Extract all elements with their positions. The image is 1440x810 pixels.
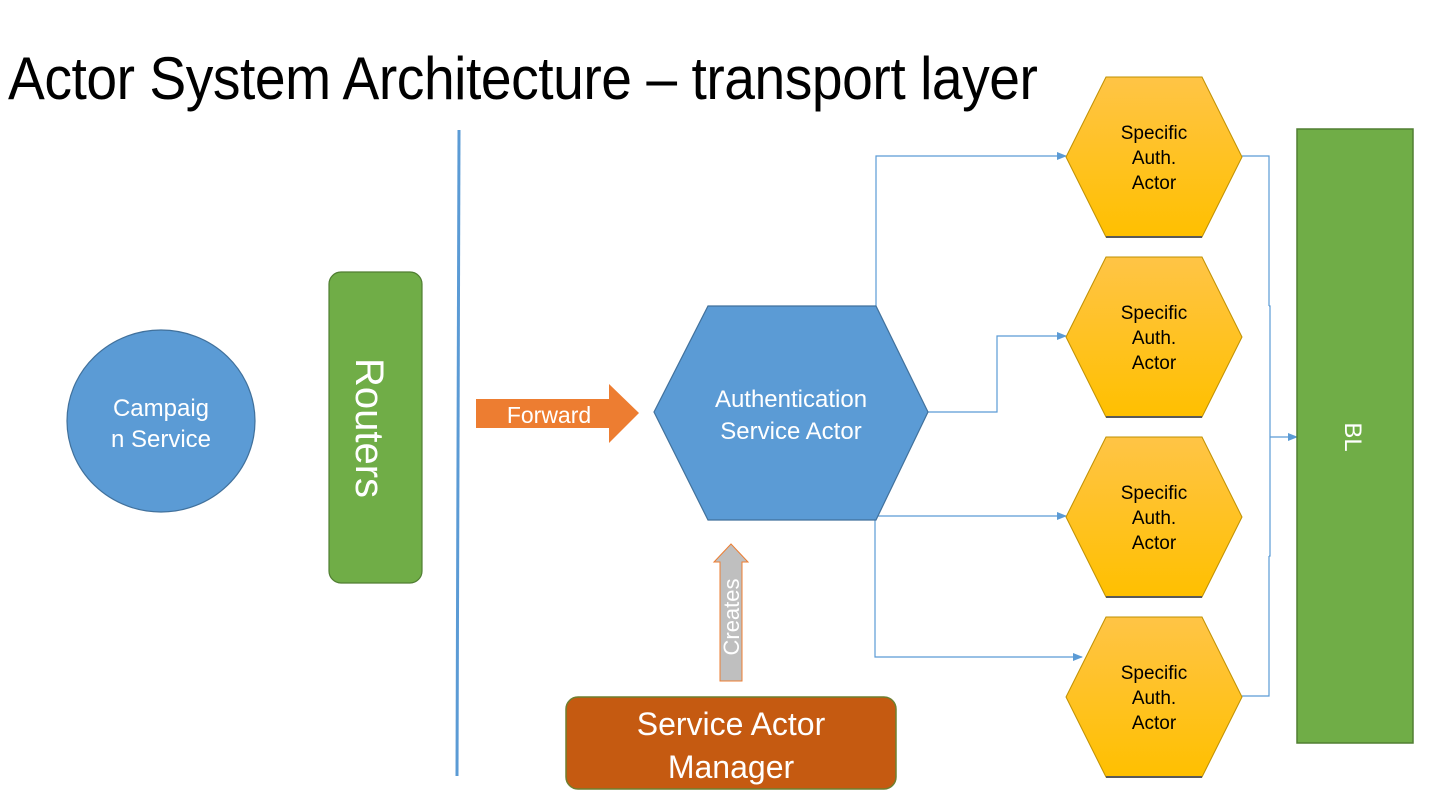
creates-arrow: Creates [712, 543, 750, 682]
specific-auth-actor-label-line2: Auth. [1132, 688, 1176, 709]
transport-divider-line [455, 129, 461, 777]
specific-auth-actor-label-line3: Actor [1132, 713, 1177, 734]
specific-auth-actor-label-line1: Specific [1121, 123, 1188, 144]
authentication-service-actor-node[interactable]: Authentication Service Actor [653, 305, 929, 521]
specific-auth-actor-label-line2: Auth. [1132, 328, 1176, 349]
bl-label: BL [1339, 422, 1366, 451]
specific-auth-actor-label-line1: Specific [1121, 663, 1188, 684]
specific-auth-actor-label-line1: Specific [1121, 483, 1188, 504]
auth-to-specific-connectors [874, 152, 1083, 661]
connector-to-specific-actor-4 [874, 520, 1083, 661]
authentication-service-actor-label-line2: Service Actor [720, 418, 861, 445]
service-actor-manager-label-line2: Manager [668, 749, 795, 785]
connector-to-specific-actor-2 [928, 332, 1067, 413]
specific-auth-actor-label-line3: Actor [1132, 173, 1177, 194]
service-actor-manager-node[interactable]: Service Actor Manager [565, 696, 897, 790]
creates-arrow-label: Creates [719, 578, 744, 655]
campaign-service-node[interactable]: Campaig n Service [66, 329, 256, 513]
bl-node[interactable]: BL [1296, 128, 1414, 744]
forward-arrow-label: Forward [507, 402, 591, 428]
forward-arrow: Forward [476, 384, 639, 443]
campaign-service-label-line1: Campaig [113, 395, 209, 422]
specific-auth-actors-group: SpecificAuth.ActorSpecificAuth.ActorSpec… [1065, 76, 1243, 778]
authentication-service-actor-label-line1: Authentication [715, 386, 867, 413]
specific-to-bl-connectors [1242, 155, 1298, 697]
slide-title: Actor System Architecture – transport la… [8, 45, 1038, 112]
connector-specific-4-to-bus [1242, 556, 1270, 697]
connector-specific-1-to-bus [1242, 155, 1270, 306]
specific-auth-actor-label-line2: Auth. [1132, 148, 1176, 169]
connector-specific-2-to-bus [1269, 305, 1271, 557]
campaign-service-label-line2: n Service [111, 426, 211, 453]
specific-auth-actor-label-line2: Auth. [1132, 508, 1176, 529]
connector-to-specific-actor-1 [875, 152, 1067, 306]
specific-auth-actor-label-line1: Specific [1121, 303, 1188, 324]
service-actor-manager-label-line1: Service Actor [637, 706, 826, 742]
routers-label: Routers [347, 358, 391, 498]
specific-auth-actor-label-line3: Actor [1132, 533, 1177, 554]
specific-auth-actor-label-line3: Actor [1132, 353, 1177, 374]
routers-node[interactable]: Routers [328, 271, 423, 584]
